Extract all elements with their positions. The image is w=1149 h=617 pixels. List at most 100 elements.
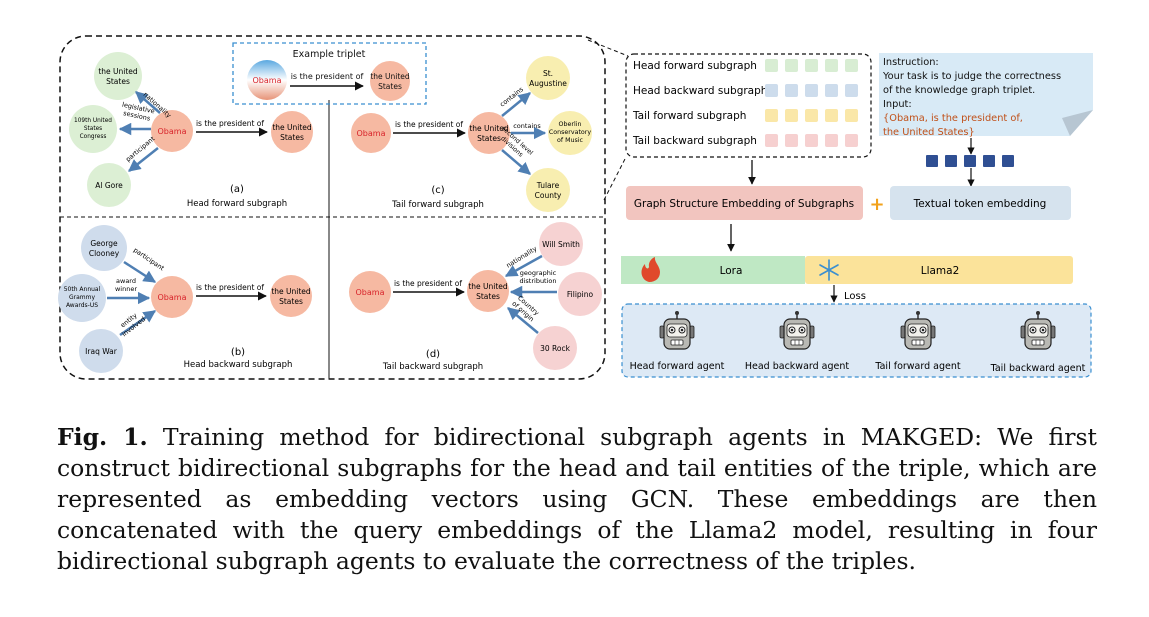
list-item-head-forward: Head forward subgraph [633, 60, 757, 72]
lora-label: Lora [720, 265, 743, 277]
robot-icon-tail-backward [1020, 311, 1056, 350]
node-al-gore [87, 163, 131, 207]
instr-l2: Your task is to judge the correctness [882, 71, 1061, 82]
panel-c-title: Tail forward subgraph [391, 200, 484, 210]
us-d-l2: States [476, 292, 500, 301]
us-a1-l1: the United [98, 67, 138, 76]
grammy-l2: Grammy [69, 294, 95, 301]
agent-label-head-backward: Head backward agent [745, 361, 850, 372]
node-clooney [81, 225, 127, 271]
instruction-card: Instruction: Your task is to judge the c… [879, 53, 1093, 138]
agent-label-tail-backward: Tail backward agent [990, 363, 1086, 374]
example-us-line2: States [378, 82, 402, 91]
us-a2-l2: States [280, 133, 304, 142]
text-embedding-box [890, 186, 1071, 220]
oberlin-l1: Oberlin [559, 121, 582, 128]
agents-box [621, 303, 1092, 378]
us-d-l1: the United [468, 282, 508, 291]
congress-l1: 109th United [74, 118, 112, 124]
token-squares [926, 155, 1014, 167]
edge-c-contains-2-label: contains [513, 122, 541, 130]
list-item-head-backward: Head backward subgraph [633, 85, 767, 97]
example-triplet-title: Example triplet [293, 49, 366, 60]
us-c-l2: States [477, 134, 501, 143]
edge-b-entity [119, 309, 157, 337]
node-filipino-label: Filipino [567, 290, 594, 299]
edge-c-contains-1-label: contains [498, 85, 525, 109]
node-obama-d [349, 271, 391, 313]
edge-d-president-label: is the president of [394, 279, 462, 288]
graph-embedding-label: Graph Structure Embedding of Subgraphs [634, 198, 854, 210]
loss-label: Loss [844, 291, 866, 302]
squares-head-forward [765, 59, 858, 72]
node-grammy [58, 274, 106, 322]
input-l2: the United States} [883, 127, 975, 138]
node-will-smith [539, 222, 583, 266]
instruction-input: {Obama, is the president of, the United … [883, 113, 1026, 138]
edge-b-participant [123, 260, 157, 284]
example-obama-node [247, 60, 287, 100]
example-obama-label: Obama [253, 76, 282, 85]
node-will-smith-label: Will Smith [542, 240, 580, 249]
us-c-l1: the United [469, 124, 509, 133]
edge-d-country [507, 307, 539, 334]
squares-head-backward [765, 84, 858, 97]
fire-icon [641, 257, 660, 282]
us-b-l2: States [279, 297, 303, 306]
node-obama-a [151, 110, 193, 152]
squares-tail-backward [765, 134, 858, 147]
node-iraq-war [79, 329, 123, 373]
node-filipino [558, 272, 602, 316]
node-obama-b [151, 276, 193, 318]
example-us-line1: the United [370, 72, 410, 81]
tulare-l2: County [535, 191, 562, 200]
oberlin-l2: Conservatory [549, 129, 591, 136]
node-obama-c-label: Obama [357, 129, 386, 138]
node-us-c [468, 112, 510, 154]
award-l1: award [116, 277, 136, 285]
node-tulare [526, 168, 570, 212]
us-b-l1: the United [271, 287, 311, 296]
grammy-l1: 50th Annual [64, 286, 101, 293]
instruction-card-fold [1062, 110, 1093, 136]
node-obama-b-label: Obama [158, 293, 187, 302]
edge-a-participant-label: participant [124, 134, 157, 163]
connector-bottom [603, 156, 627, 201]
embedding-squares [765, 59, 858, 147]
snowflake-icon [819, 259, 839, 281]
node-30-rock [533, 326, 577, 370]
instr-l4: Input: [883, 99, 912, 110]
figure-caption: Fig. 1. Training method for bidirectiona… [57, 422, 1097, 577]
node-st-aug-label: St.Augustine [529, 69, 567, 88]
llama-label: Llama2 [921, 265, 960, 277]
edge-b-participant-label: participant [132, 246, 166, 273]
node-the-united-states-a1 [94, 52, 142, 100]
tulare-l1: Tulare [536, 181, 560, 190]
node-st-augustine [526, 56, 570, 100]
us-a2-l1: the United [272, 123, 312, 132]
instruction-card-bg [879, 53, 1093, 136]
edge-c-divisions [501, 149, 531, 175]
us-a1-l2: States [106, 77, 130, 86]
node-us-a2 [271, 111, 313, 153]
panel-d-letter: (d) [426, 349, 440, 360]
robot-icon-tail-forward [900, 311, 936, 350]
staug-l1: St. [543, 69, 553, 78]
panel-b-letter: (b) [231, 347, 245, 358]
subgraph-list-box [625, 53, 872, 158]
robot-icon-head-forward [659, 311, 695, 350]
panel-a-title: Head forward subgraph [187, 199, 287, 209]
node-obama-a-label: Obama [158, 127, 187, 136]
